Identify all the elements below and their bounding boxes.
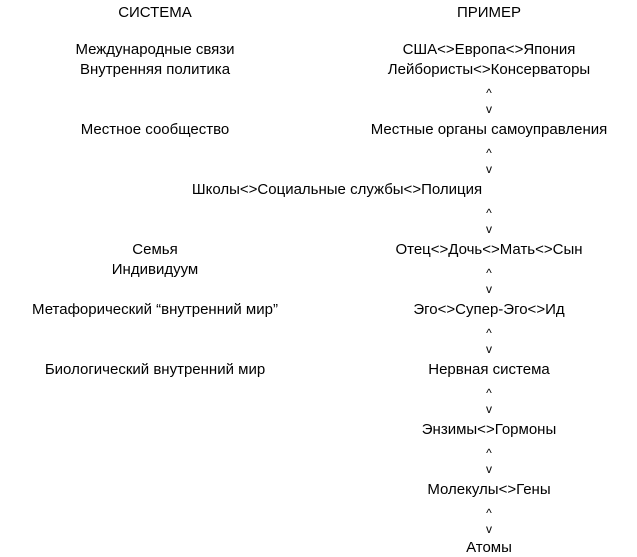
system-biological-inner-world: Биологический внутренний мир	[44, 361, 266, 378]
arrow-up-icon: ^	[486, 86, 492, 100]
arrow-down-icon: v	[486, 522, 492, 536]
example-international: США<>Европа<>Япония	[402, 41, 576, 58]
system-column-header: СИСТЕМА	[118, 4, 192, 21]
arrow-up-icon: ^	[486, 206, 492, 220]
arrow-up-icon: ^	[486, 446, 492, 460]
arrow-down-icon: v	[486, 342, 492, 356]
example-column-header: ПРИМЕР	[456, 4, 522, 21]
system-metaphoric-inner-world: Метафорический “внутренний мир”	[32, 301, 278, 318]
example-psyche: Эго<>Супер-Эго<>Ид	[413, 301, 565, 318]
example-family: Отец<>Дочь<>Мать<>Сын	[395, 241, 583, 258]
arrow-down-icon: v	[486, 282, 492, 296]
example-local-government: Местные органы самоуправления	[370, 121, 608, 138]
system-international: Международные связи	[75, 41, 235, 58]
system-individual: Индивидуум	[111, 261, 199, 278]
arrow-down-icon: v	[486, 102, 492, 116]
example-parties: Лейбористы<>Консерваторы	[387, 61, 591, 78]
arrow-down-icon: v	[486, 462, 492, 476]
example-atoms: Атомы	[466, 539, 512, 556]
arrow-up-icon: ^	[486, 146, 492, 160]
arrow-down-icon: v	[486, 162, 492, 176]
system-domestic-politics: Внутренняя политика	[79, 61, 231, 78]
example-enzymes-hormones: Энзимы<>Гормоны	[421, 421, 557, 438]
system-family: Семья	[132, 241, 178, 258]
arrow-down-icon: v	[486, 222, 492, 236]
arrow-up-icon: ^	[486, 386, 492, 400]
system-local-community: Местное сообщество	[80, 121, 230, 138]
example-community-services: Школы<>Социальные службы<>Полиция	[191, 181, 483, 198]
arrow-up-icon: ^	[486, 266, 492, 280]
example-nervous-system: Нервная система	[428, 361, 550, 378]
arrow-down-icon: v	[486, 402, 492, 416]
arrow-up-icon: ^	[486, 506, 492, 520]
example-molecules-genes: Молекулы<>Гены	[427, 481, 551, 498]
arrow-up-icon: ^	[486, 326, 492, 340]
